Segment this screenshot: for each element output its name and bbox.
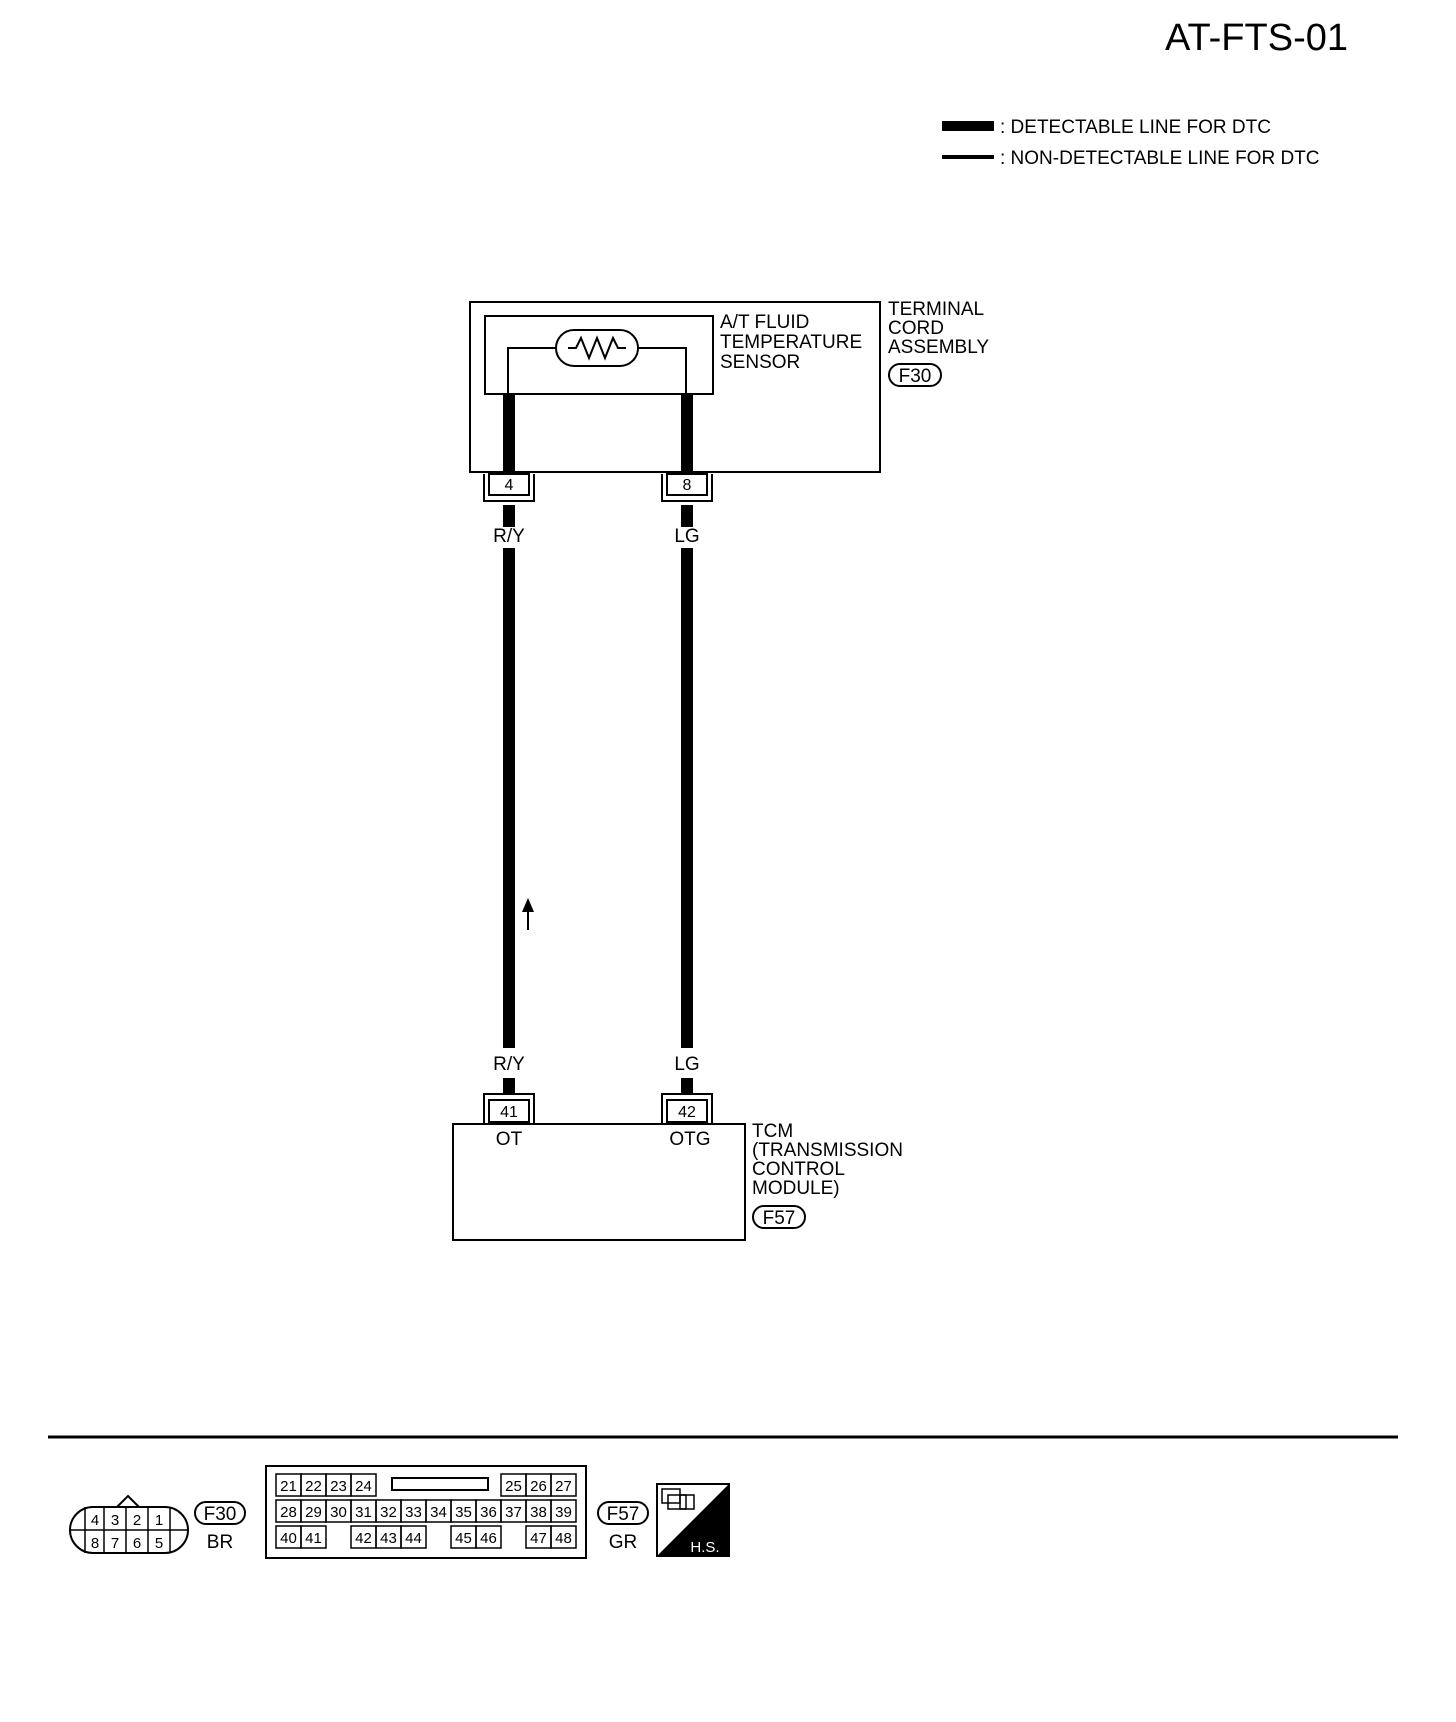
f57-pin-number: 44	[405, 1530, 422, 1547]
legend-non-detectable-label: : NON-DETECTABLE LINE FOR DTC	[1000, 148, 1320, 169]
f57-pin-number: 23	[330, 1478, 347, 1495]
legend-non-detectable-swatch	[942, 155, 994, 159]
f30-view-color: BR	[207, 1532, 233, 1553]
pin-4-label: 4	[505, 477, 514, 494]
f57-pin-cell	[550, 1473, 577, 1497]
svg-text:7: 7	[111, 1535, 119, 1552]
f30-view-badge	[194, 1501, 246, 1525]
svg-text:1: 1	[155, 1512, 163, 1529]
f57-pin-number: 22	[305, 1478, 322, 1495]
terminal-cord-assembly-box	[469, 301, 881, 473]
f57-pin-number: 32	[380, 1504, 397, 1521]
pin-4-connector	[483, 473, 535, 502]
terminal-cord-assembly-label: TERMINAL CORD ASSEMBLY	[888, 299, 989, 358]
f30-view-badge-text: F30	[204, 1504, 237, 1525]
svg-text:4: 4	[91, 1512, 99, 1529]
f57-pin-number: 26	[530, 1478, 547, 1495]
pin-8-label: 8	[683, 477, 692, 494]
arrow-up-icon	[522, 898, 534, 930]
wire-ry-color-bottom: R/Y	[493, 1054, 525, 1075]
f57-pin-number: 48	[555, 1530, 572, 1547]
f57-pin-cell	[400, 1525, 427, 1549]
pin-42-label: 42	[678, 1104, 696, 1121]
pin-41-connector	[483, 1093, 535, 1124]
tcm-box	[452, 1123, 746, 1241]
f57-pin-number: 46	[480, 1530, 497, 1547]
f30-connector-view	[69, 1494, 189, 1554]
f57-pin-number: 37	[505, 1504, 522, 1521]
f57-pins: 21 22 23 24 25 26 27 28 29 30 31 32 33 34 35 36 37 38 39 40…	[275, 1473, 577, 1549]
f57-latch-slot	[391, 1477, 489, 1491]
svg-text:3: 3	[111, 1512, 119, 1529]
f57-pin-number: 35	[455, 1504, 472, 1521]
f30-connector-badge	[888, 363, 942, 387]
wire-lg-color-bottom: LG	[674, 1054, 699, 1075]
f57-pin-number: 21	[280, 1478, 297, 1495]
f57-connector-view	[265, 1465, 587, 1559]
svg-text:6: 6	[133, 1535, 141, 1552]
tcm-label: TCM (TRANSMISSION CONTROL MODULE)	[752, 1121, 908, 1199]
wire-lg-color-top: LG	[674, 526, 699, 547]
f57-connector-badge-text: F57	[763, 1208, 796, 1229]
f57-pin-number: 36	[480, 1504, 497, 1521]
svg-text:5: 5	[155, 1535, 163, 1552]
f57-pin-cell	[550, 1525, 577, 1549]
sensor-label: A/T FLUID TEMPERATURE SENSOR	[720, 312, 867, 373]
f57-pin-number: 33	[405, 1504, 422, 1521]
harness-side-label: H.S.	[690, 1539, 719, 1556]
f57-pin-number: 39	[555, 1504, 572, 1521]
f57-pin-number: 27	[555, 1478, 572, 1495]
legend-detectable-label: : DETECTABLE LINE FOR DTC	[1000, 117, 1271, 138]
wire-ry-color-top: R/Y	[493, 526, 525, 547]
f57-view-color: GR	[609, 1532, 638, 1553]
f57-pin-number: 47	[530, 1530, 547, 1547]
f57-pin-number: 34	[430, 1504, 447, 1521]
f57-connector-badge	[752, 1205, 806, 1229]
legend-detectable-swatch	[942, 121, 994, 131]
svg-text:2: 2	[133, 1512, 141, 1529]
signal-otg-label: OTG	[669, 1129, 710, 1150]
f57-pin-number: 30	[330, 1504, 347, 1521]
pin-8-connector	[661, 473, 713, 502]
legend: : DETECTABLE LINE FOR DTC : NON-DETECTAB…	[942, 117, 1320, 169]
f57-pin-number: 43	[380, 1530, 397, 1547]
wire-lg	[681, 394, 693, 1094]
f57-pin-number: 40	[280, 1530, 297, 1547]
f57-pin-number: 29	[305, 1504, 322, 1521]
f57-pin-number: 42	[355, 1530, 372, 1547]
f57-pin-number: 31	[355, 1504, 372, 1521]
f30-connector-badge-text: F30	[899, 366, 932, 387]
harness-side-icon	[656, 1483, 730, 1557]
pin-42-connector	[661, 1093, 713, 1124]
f57-pin-cell	[475, 1525, 502, 1549]
thermistor	[507, 329, 687, 394]
diagram-title: AT-FTS-01	[1165, 17, 1348, 59]
f57-pin-number: 38	[530, 1504, 547, 1521]
f57-view-badge	[597, 1501, 649, 1525]
f30-pin-numbers: 4 3 2 1 8 7 6 5	[91, 1512, 163, 1552]
f57-pin-number: 28	[280, 1504, 297, 1521]
f57-view-badge-text: F57	[607, 1504, 640, 1525]
f57-pin-number: 24	[355, 1478, 372, 1495]
f57-pin-number: 45	[455, 1530, 472, 1547]
sensor-box	[484, 315, 714, 395]
wire-ry	[503, 394, 515, 1094]
pin-41-label: 41	[500, 1104, 518, 1121]
f57-pin-cell	[550, 1499, 577, 1523]
signal-ot-label: OT	[496, 1129, 523, 1150]
svg-text:8: 8	[91, 1535, 99, 1552]
f57-pin-number: 25	[505, 1478, 522, 1495]
f57-pin-cell	[300, 1525, 327, 1549]
f57-pin-number: 41	[305, 1530, 322, 1547]
f57-pin-cell	[350, 1473, 377, 1497]
